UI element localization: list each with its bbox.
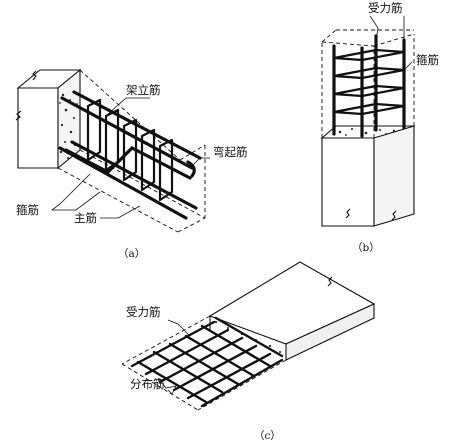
caption-c: （c）	[254, 430, 281, 442]
slab-stress-bars	[130, 320, 284, 408]
beam-longitudinal-bars	[58, 90, 202, 220]
beam-leader-lines	[51, 97, 210, 219]
column-concrete-base	[320, 125, 416, 227]
slab-dashed-outline	[121, 315, 287, 411]
caption-b: （b）	[352, 242, 380, 254]
slab-distribution-bar-label: 分布筋	[130, 377, 165, 391]
beam-stirrups	[86, 98, 174, 202]
slab-concrete	[208, 261, 376, 361]
column-dashed-outline	[321, 29, 415, 138]
slab-leader-lines	[157, 319, 191, 395]
column-illustration: 受力筋 箍筋 （b）	[320, 1, 439, 254]
beam-illustration: 架立筋 弯起筋 箍筋 主筋 （a）	[15, 68, 248, 260]
beam-erect-bar-label: 架立筋	[126, 83, 161, 97]
beam-bent-bar-label: 弯起筋	[213, 145, 248, 159]
slab-stress-bar-label: 受力筋	[126, 305, 161, 319]
beam-stirrup-label: 箍筋	[16, 203, 39, 217]
column-stirrup-label: 箍筋	[416, 53, 439, 67]
column-leader-lines	[369, 15, 413, 71]
column-ties	[332, 48, 406, 116]
slab-illustration: 受力筋 分布筋 （c）	[121, 261, 376, 442]
beam-main-bar-label: 主筋	[74, 211, 97, 225]
column-stress-bar-label: 受力筋	[368, 1, 403, 15]
slab-distribution-bars	[136, 316, 284, 404]
column-vertical-bars	[332, 34, 406, 138]
caption-a: （a）	[118, 248, 145, 260]
